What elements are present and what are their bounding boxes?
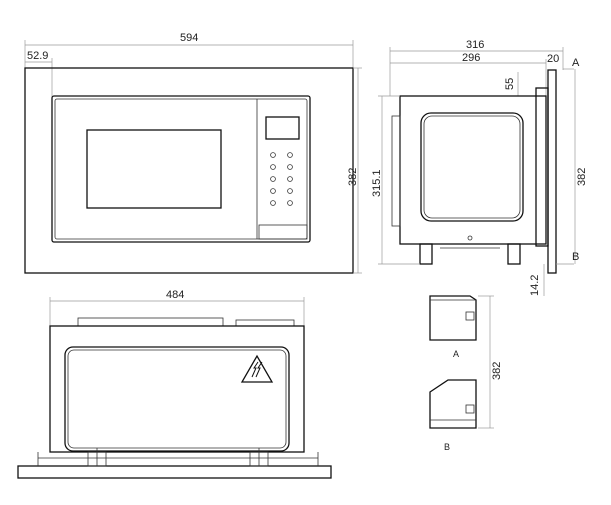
rear-panel bbox=[64, 346, 290, 452]
front-height-label: 382 bbox=[347, 168, 359, 186]
detail-a-label: A bbox=[453, 349, 459, 359]
rear-body bbox=[49, 325, 305, 453]
front-button-grid bbox=[270, 152, 293, 206]
rear-view: 484 bbox=[17, 289, 332, 479]
rear-base-plate bbox=[17, 465, 332, 479]
warning-triangle-icon bbox=[240, 354, 274, 383]
door-release-button bbox=[258, 224, 308, 240]
side-height-label: 382 bbox=[576, 168, 588, 186]
side-front-frame bbox=[547, 69, 557, 274]
detail-b: B bbox=[429, 379, 477, 452]
side-body-height-label: 315.1 bbox=[371, 169, 383, 197]
side-bottom-offset-label: 14.2 bbox=[529, 275, 541, 296]
front-outer-frame bbox=[24, 67, 354, 274]
front-width-label: 594 bbox=[180, 32, 198, 44]
side-top-offset-label: 55 bbox=[504, 78, 516, 90]
detail-a: A bbox=[429, 295, 477, 359]
side-frame-thickness-label: 20 bbox=[547, 53, 559, 65]
rear-width-label: 484 bbox=[166, 289, 184, 301]
side-panel bbox=[420, 112, 524, 222]
front-frame-label: 52.9 bbox=[27, 50, 48, 62]
front-view: 594 52.9 382 bbox=[24, 32, 362, 274]
front-display bbox=[265, 116, 300, 140]
side-view: 316 296 20 A 55 315.1 382 bbox=[371, 39, 588, 296]
detail-views: A B 382 bbox=[429, 295, 503, 452]
front-window bbox=[86, 129, 222, 209]
detail-b-label: B bbox=[444, 442, 450, 452]
side-point-a-label: A bbox=[572, 57, 580, 69]
side-rear-bump bbox=[391, 115, 401, 227]
side-foot-right bbox=[507, 243, 521, 265]
side-foot-left bbox=[419, 243, 433, 265]
detail-height-label: 382 bbox=[491, 362, 503, 380]
side-depth-label: 316 bbox=[466, 39, 484, 51]
front-door bbox=[51, 95, 311, 243]
side-body-depth-label: 296 bbox=[462, 52, 480, 64]
side-point-b-label: B bbox=[572, 251, 579, 263]
